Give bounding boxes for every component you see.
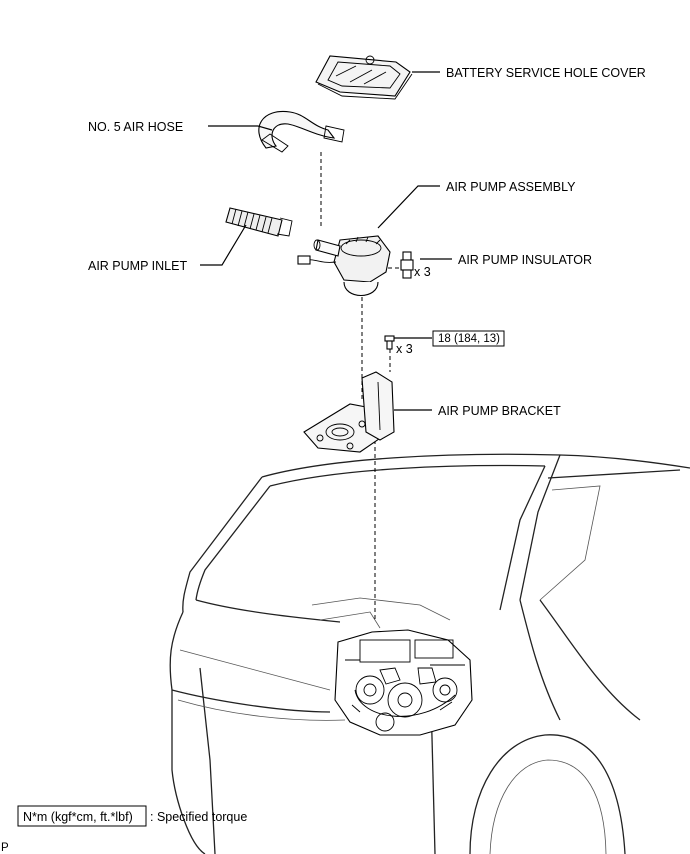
insulator-quantity: x 3 [414, 265, 431, 279]
air-pump-assembly [297, 235, 391, 296]
corner-code: P [1, 842, 9, 854]
air-pump-insulator-label: AIR PUMP INSULATOR [458, 253, 592, 267]
no5-air-hose [258, 110, 345, 153]
legend-unit-box [17, 805, 147, 827]
battery-service-hole-cover-label: BATTERY SERVICE HOLE COVER [446, 66, 646, 80]
air-pump-bracket [303, 371, 395, 453]
torque-box [432, 330, 505, 347]
air-pump-bracket-label: AIR PUMP BRACKET [438, 404, 561, 418]
air-pump-assembly-label: AIR PUMP ASSEMBLY [446, 180, 576, 194]
air-pump-inlet-label: AIR PUMP INLET [88, 259, 187, 273]
engine-illustration [334, 629, 473, 736]
van-illustration [169, 453, 690, 854]
bracket-bolt [384, 335, 395, 350]
no5-air-hose-label: NO. 5 AIR HOSE [88, 120, 183, 134]
bolt-quantity: x 3 [396, 342, 413, 356]
air-pump-insulator [400, 251, 414, 279]
air-pump-inlet [225, 207, 293, 237]
torque-value: 18 (184, 13) [438, 333, 500, 345]
legend-unit-text: N*m (kgf*cm, ft.*lbf) [23, 810, 133, 824]
battery-service-hole-cover [315, 55, 413, 100]
legend-description: : Specified torque [150, 810, 247, 824]
